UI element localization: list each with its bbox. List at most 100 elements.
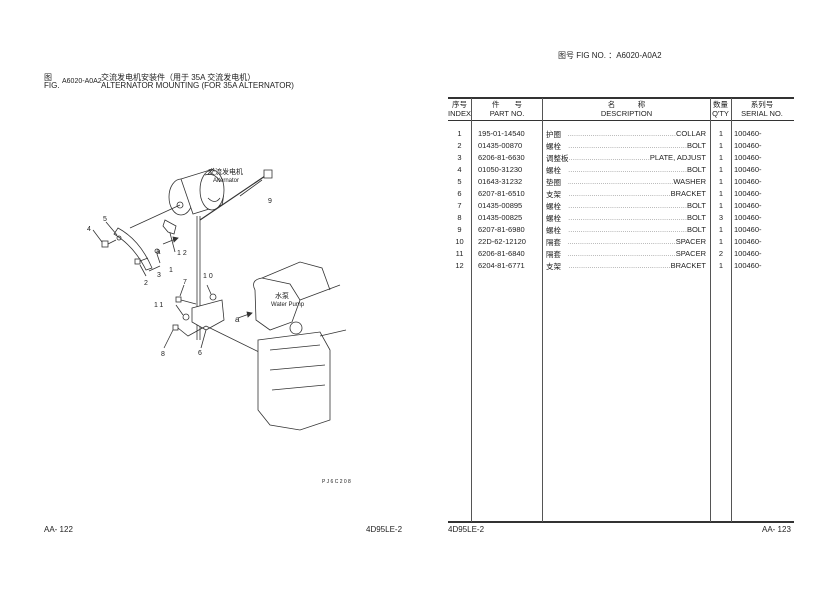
fig-number-label: 图号 FIG NO. ：A6020-A0A2 <box>558 51 662 60</box>
row-description-en: SPACER <box>675 237 706 246</box>
row-description-en: BOLT <box>686 225 706 234</box>
row-description: COLLAR <box>568 129 706 138</box>
callout-9: 9 <box>268 198 272 205</box>
header-serial-cn: 系列号 <box>750 100 774 109</box>
row-qty: 1 <box>718 237 724 246</box>
header-part-no: 件 号 PART NO. <box>472 100 542 118</box>
row-description: SPACER <box>568 249 706 258</box>
row-index: 4 <box>457 165 462 174</box>
row-name-cn: 支架 <box>546 262 561 271</box>
row-description: BOLT <box>568 141 706 150</box>
header-index-en: INDEX <box>448 109 471 118</box>
row-name-cn: 垫圈 <box>546 178 561 187</box>
row-name-cn: 调整板 <box>546 154 569 163</box>
row-index: 10 <box>455 237 464 246</box>
callout-12: 12 <box>177 250 189 257</box>
water-pump-label-cn: 水泵 <box>275 291 289 300</box>
row-part-no: 01050-31230 <box>478 165 523 174</box>
row-index: 5 <box>457 177 462 186</box>
row-description: BOLT <box>568 165 706 174</box>
column-divider <box>731 98 732 522</box>
row-name-cn: 隔套 <box>546 238 561 247</box>
row-name-cn: 螺栓 <box>546 214 561 223</box>
left-page-number: AA- 122 <box>44 525 73 534</box>
row-serial: 100460- <box>734 225 762 234</box>
callout-8: 8 <box>161 351 165 358</box>
view-arrow-label: a <box>156 247 161 256</box>
row-qty: 1 <box>718 261 724 270</box>
row-part-no: 6207-81-6980 <box>478 225 525 234</box>
header-qty-en: Q'TY <box>712 109 729 118</box>
fig-label-en: FIG. <box>44 81 60 90</box>
row-index: 3 <box>457 153 462 162</box>
row-serial: 100460- <box>734 201 762 210</box>
row-name-cn: 护圈 <box>546 130 561 139</box>
row-serial: 100460- <box>734 213 762 222</box>
callout-1: 1 <box>169 267 173 274</box>
right-page-number: AA- 123 <box>762 525 791 534</box>
header-part-cn: 件 号 <box>492 100 522 109</box>
row-index: 1 <box>457 129 462 138</box>
row-part-no: 6206-81-6840 <box>478 249 525 258</box>
row-part-no: 01435-00870 <box>478 141 523 150</box>
row-part-no: 6204-81-6771 <box>478 261 525 270</box>
row-qty: 1 <box>718 141 724 150</box>
row-index: 2 <box>457 141 462 150</box>
row-description: BRACKET <box>568 261 706 270</box>
row-description-en: BRACKET <box>670 189 706 198</box>
row-name-cn: 螺栓 <box>546 142 561 151</box>
row-description: PLATE, ADJUST <box>568 153 706 162</box>
row-serial: 100460- <box>734 261 762 270</box>
row-qty: 1 <box>718 165 724 174</box>
header-desc-en: DESCRIPTION <box>600 109 653 118</box>
row-name-cn: 螺栓 <box>546 166 561 175</box>
row-index: 6 <box>457 189 462 198</box>
callout-2: 2 <box>144 280 148 287</box>
callout-7: 7 <box>183 279 187 286</box>
row-part-no: 22D-62-12120 <box>478 237 526 246</box>
table-bottom-rule <box>448 521 794 523</box>
row-description-en: COLLAR <box>675 129 706 138</box>
header-index-cn: 序号 <box>452 100 467 109</box>
row-description: BOLT <box>568 201 706 210</box>
row-qty: 1 <box>718 189 724 198</box>
row-description-en: BOLT <box>686 165 706 174</box>
row-description: BOLT <box>568 225 706 234</box>
column-divider <box>471 98 472 522</box>
figure-title-cn: 交流发电机安装件（用于 35A 交流发电机） <box>101 73 256 82</box>
column-divider <box>710 98 711 522</box>
row-name-cn: 螺栓 <box>546 226 561 235</box>
header-part-en: PART NO. <box>489 109 525 118</box>
row-index: 8 <box>457 213 462 222</box>
row-description-en: BOLT <box>686 141 706 150</box>
table-row: 4 01050-31230 螺栓 BOLT 1 100460- <box>448 165 794 177</box>
row-index: 11 <box>455 249 464 258</box>
row-part-no: 195-01-14540 <box>478 129 525 138</box>
row-part-no: 6206-81-6630 <box>478 153 525 162</box>
header-serial-en: SERIAL NO. <box>741 109 783 118</box>
callout-6: 6 <box>198 350 202 357</box>
row-name-cn: 支架 <box>546 190 561 199</box>
water-pump-label-en: Water Pump <box>271 302 305 308</box>
row-description-en: PLATE, ADJUST <box>649 153 706 162</box>
row-serial: 100460- <box>734 189 762 198</box>
exploded-parts-diagram: 交流发电机 Alternator 水泵 Water Pump a a 1 2 3… <box>87 167 351 485</box>
row-index: 9 <box>457 225 462 234</box>
callout-10: 10 <box>203 273 215 280</box>
row-serial: 100460- <box>734 177 762 186</box>
row-serial: 100460- <box>734 165 762 174</box>
row-description-en: SPACER <box>675 249 706 258</box>
row-qty: 3 <box>718 213 724 222</box>
row-description-en: BOLT <box>686 213 706 222</box>
row-name-cn: 螺栓 <box>546 202 561 211</box>
row-qty: 1 <box>718 177 724 186</box>
header-qty-cn: 数量 <box>713 100 728 109</box>
